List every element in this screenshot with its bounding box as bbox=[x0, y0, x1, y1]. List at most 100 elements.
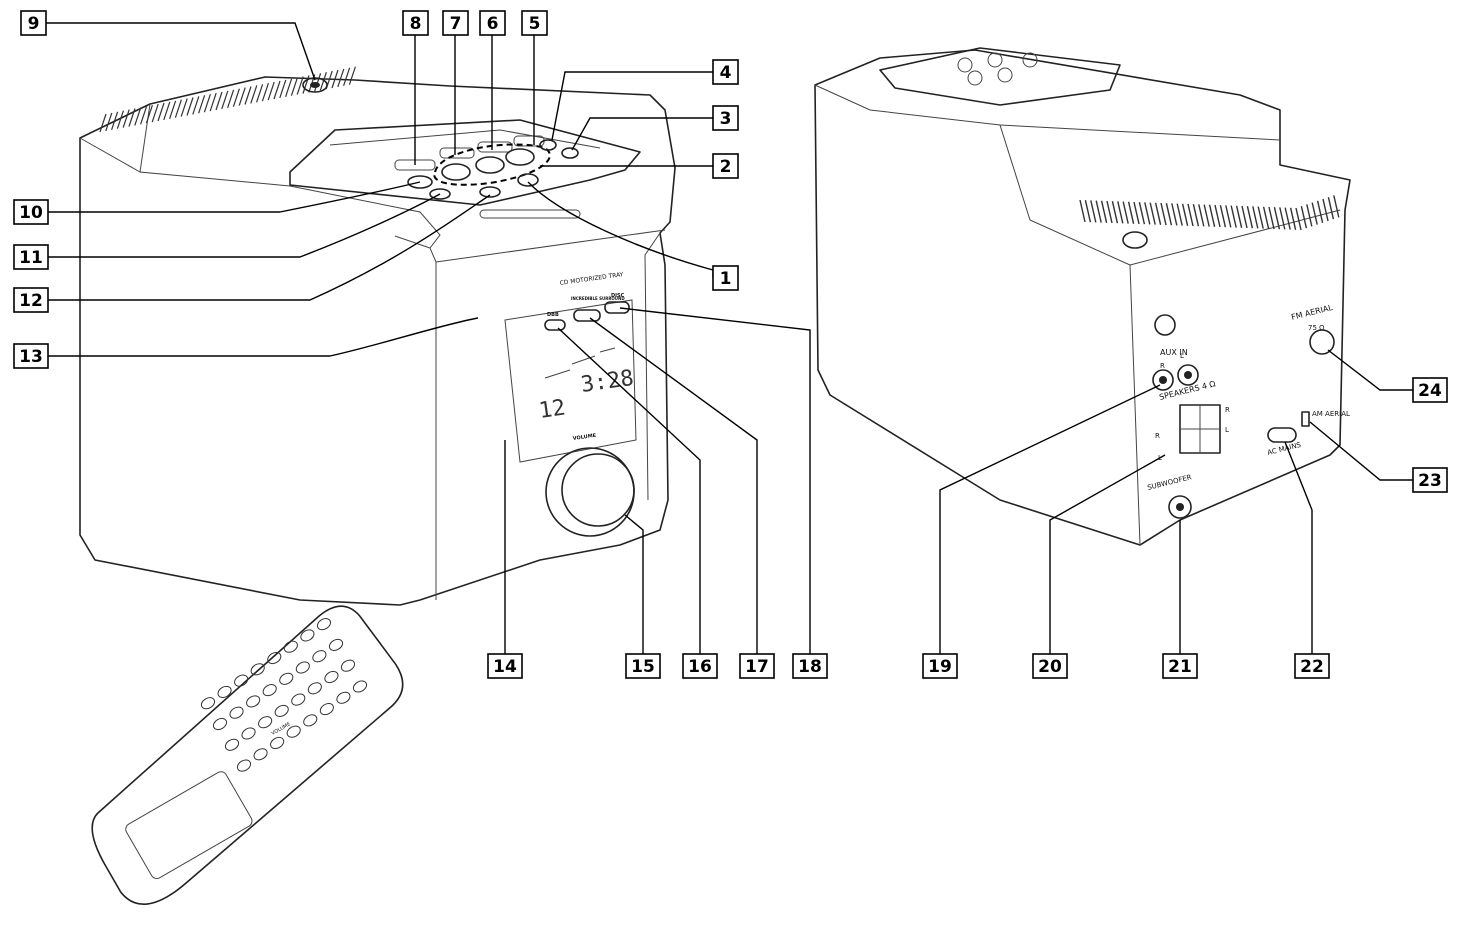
fm-aerial-socket[interactable] bbox=[1309, 329, 1335, 355]
top-slot bbox=[479, 209, 581, 219]
vent-slot bbox=[1160, 202, 1167, 226]
remote-button[interactable] bbox=[261, 682, 278, 698]
front-panel-edge bbox=[435, 229, 666, 263]
button-12[interactable] bbox=[479, 186, 501, 198]
vent-slot bbox=[279, 79, 287, 99]
remote-button[interactable] bbox=[245, 694, 262, 710]
vent-slot bbox=[1149, 202, 1156, 225]
ac-mains-socket[interactable] bbox=[1267, 427, 1297, 443]
vent-slot bbox=[140, 106, 148, 125]
remote-button[interactable] bbox=[278, 671, 295, 687]
remote-button[interactable] bbox=[257, 714, 274, 730]
remote-button[interactable] bbox=[223, 737, 240, 753]
remote-button[interactable] bbox=[335, 690, 352, 706]
callout-19: 19 bbox=[922, 653, 958, 679]
button-10[interactable] bbox=[407, 175, 433, 189]
remote-button[interactable] bbox=[285, 724, 302, 740]
remote-button[interactable] bbox=[282, 639, 299, 655]
callout-14-label: 14 bbox=[493, 657, 517, 677]
remote-button[interactable] bbox=[311, 648, 328, 664]
vent-slot bbox=[290, 77, 298, 96]
vent-slot bbox=[1171, 203, 1178, 226]
callout-18-label: 18 bbox=[798, 657, 822, 677]
rear-vent-slots bbox=[1079, 195, 1340, 231]
callout-21: 21 bbox=[1162, 653, 1198, 679]
vent-slot bbox=[1111, 201, 1119, 224]
volume-knob[interactable] bbox=[561, 453, 635, 527]
remote-button[interactable] bbox=[299, 628, 316, 644]
remote-button[interactable] bbox=[306, 680, 323, 696]
vent-slot bbox=[180, 98, 188, 117]
remote-button[interactable] bbox=[351, 679, 368, 695]
callout-13: 13 bbox=[13, 343, 49, 369]
dbb-button[interactable] bbox=[544, 319, 566, 331]
vent-slot bbox=[1333, 195, 1340, 218]
power-button[interactable] bbox=[517, 173, 539, 187]
vent-slot bbox=[348, 66, 356, 85]
round-button-2[interactable] bbox=[475, 156, 505, 174]
aux-in-l-socket[interactable] bbox=[1177, 364, 1199, 386]
vent-slot bbox=[238, 87, 246, 106]
vent-slot bbox=[1295, 207, 1302, 231]
aux-in-r-socket[interactable] bbox=[1152, 369, 1174, 391]
callout-8: 8 bbox=[402, 10, 429, 36]
remote-button[interactable] bbox=[327, 637, 344, 653]
round-button-3[interactable] bbox=[505, 148, 535, 166]
front-vent-slots bbox=[99, 66, 356, 133]
volume-label: VOLUME bbox=[572, 433, 597, 442]
remote-button[interactable] bbox=[216, 684, 233, 700]
remote-button[interactable] bbox=[269, 735, 286, 751]
leader-24 bbox=[1327, 349, 1413, 391]
remote-button[interactable] bbox=[240, 726, 257, 742]
remote-button[interactable] bbox=[233, 673, 250, 689]
remote-button[interactable] bbox=[315, 616, 332, 632]
remote-button[interactable] bbox=[235, 758, 252, 774]
remote-button[interactable] bbox=[199, 695, 216, 711]
play-button[interactable] bbox=[439, 147, 475, 159]
rear-unit-body bbox=[814, 49, 1351, 546]
vent-slot bbox=[1279, 207, 1286, 230]
vent-slot bbox=[1311, 202, 1318, 225]
vent-slot bbox=[169, 100, 177, 119]
round-button-1[interactable] bbox=[441, 163, 471, 181]
vent-slot bbox=[1106, 200, 1113, 224]
fm-aerial-label: FM AERIAL bbox=[1290, 303, 1334, 322]
remote-button[interactable] bbox=[252, 746, 269, 762]
callout-23: 23 bbox=[1412, 467, 1448, 493]
disc-button[interactable] bbox=[604, 301, 630, 314]
button-4[interactable] bbox=[539, 139, 557, 151]
leader-19 bbox=[939, 384, 1161, 654]
remote-button[interactable] bbox=[211, 716, 228, 732]
vent-slot bbox=[1122, 201, 1129, 224]
leader-4 bbox=[551, 71, 713, 141]
remote-button[interactable] bbox=[266, 650, 283, 666]
remote-button[interactable] bbox=[273, 703, 290, 719]
vent-slot bbox=[261, 83, 269, 102]
surround-button[interactable] bbox=[573, 309, 601, 322]
callout-boxes: 1 2 3 4 5 6 7 8 9 10 11 12 13 14 15 16 1… bbox=[13, 10, 1448, 679]
vent-slot bbox=[1262, 206, 1270, 229]
button-11[interactable] bbox=[429, 188, 451, 200]
remote-button[interactable] bbox=[249, 661, 266, 677]
callout-24-label: 24 bbox=[1418, 381, 1442, 401]
front-unit-body bbox=[79, 76, 676, 606]
subwoofer-socket[interactable] bbox=[1168, 495, 1192, 519]
vent-slot bbox=[1235, 205, 1243, 228]
remote-button[interactable] bbox=[318, 701, 335, 717]
remote-button[interactable] bbox=[339, 658, 356, 674]
stop-button[interactable] bbox=[477, 141, 513, 153]
display-track: 12 bbox=[537, 395, 567, 423]
callout-9: 9 bbox=[20, 10, 47, 36]
vent-slot bbox=[1187, 203, 1194, 227]
remote-button[interactable] bbox=[302, 713, 319, 729]
vent-slot bbox=[1241, 205, 1248, 229]
remote-button[interactable] bbox=[290, 692, 307, 708]
remote-button[interactable] bbox=[294, 660, 311, 676]
leader-16 bbox=[557, 327, 701, 654]
am-aerial-socket[interactable] bbox=[1301, 411, 1310, 427]
remote-button[interactable] bbox=[323, 669, 340, 685]
remote-button[interactable] bbox=[228, 705, 245, 721]
button-3[interactable] bbox=[561, 147, 579, 159]
display-segment-graphic bbox=[544, 347, 616, 379]
vent-slot bbox=[99, 113, 107, 133]
